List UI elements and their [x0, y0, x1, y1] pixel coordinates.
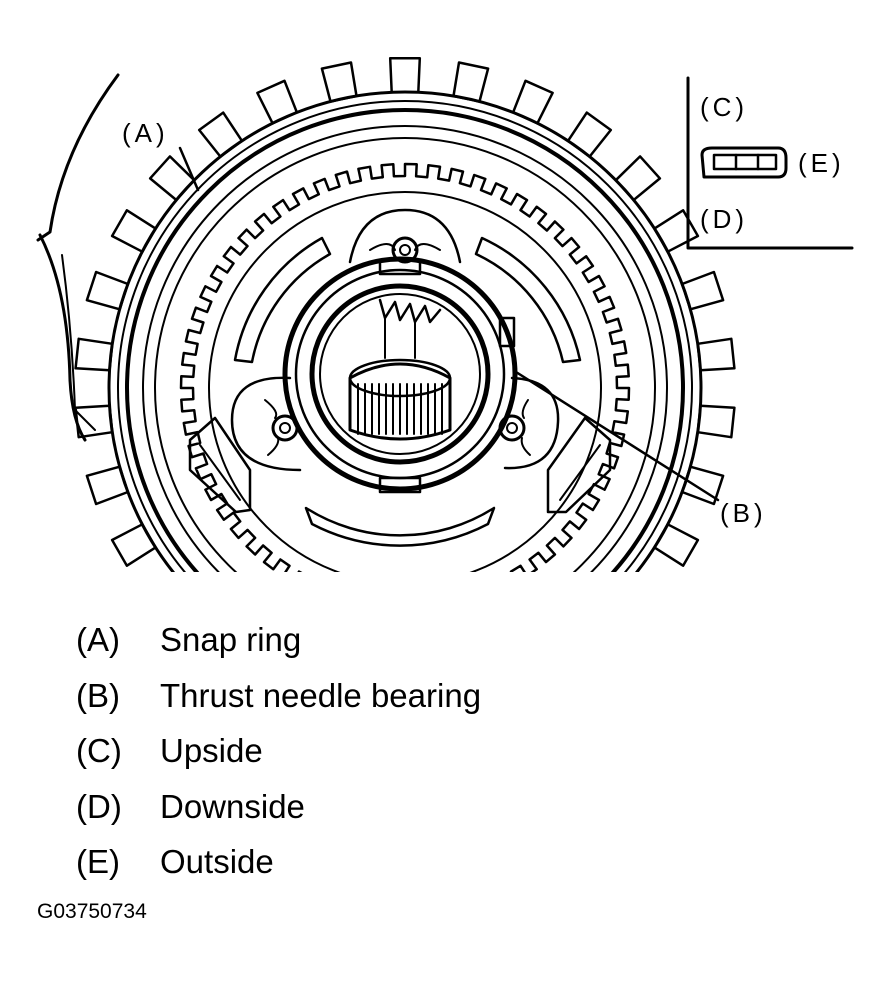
arc-slot-bottom: [304, 506, 496, 547]
sun-gear-teeth: [378, 298, 442, 324]
leader-line-b: [514, 370, 720, 502]
legend-text: Upside: [160, 732, 263, 769]
legend-text: Snap ring: [160, 621, 302, 658]
drum-tooth: [696, 337, 736, 372]
carrier-block-left: [188, 416, 252, 514]
drum-tooth: [511, 79, 554, 125]
legend-key: (D): [76, 787, 122, 825]
thrust-bearing-inner: [309, 283, 491, 465]
legend-text: Downside: [160, 787, 305, 825]
drum-tooth: [110, 523, 157, 567]
drum-tooth: [653, 209, 700, 253]
drum-outer-ring: [107, 90, 703, 572]
arc-slot-right: [474, 236, 582, 364]
drum-tooth: [696, 404, 736, 439]
inner-spline-ring: [179, 162, 631, 572]
legend-key: (B): [76, 676, 120, 714]
drum-tooth: [110, 209, 157, 253]
callout-b: (B): [720, 498, 767, 528]
legend-key: (A): [76, 621, 120, 658]
callout-d: (D): [700, 204, 749, 234]
transmission-clutch-diagram: [36, 57, 854, 572]
legend-text: Thrust needle bearing: [160, 676, 482, 714]
callout-a: (A): [122, 118, 169, 148]
drum-tooth: [614, 155, 662, 202]
drum-tooth: [653, 523, 700, 567]
legend-key: (C): [76, 732, 122, 769]
inset-frame: [686, 76, 854, 250]
planet-pin-top: [391, 236, 419, 264]
drum-tooth: [388, 57, 422, 94]
snap-ring-section-icon: [700, 146, 788, 179]
housing-outline: [36, 73, 120, 242]
legend-text: Outside: [160, 843, 274, 880]
arc-slot-left: [233, 236, 332, 364]
planet-lobe-left: [230, 376, 302, 472]
center-shaft: [348, 362, 452, 441]
drum-tooth: [74, 337, 114, 372]
callout-c: (C): [700, 92, 749, 122]
legend-key: (E): [76, 843, 120, 880]
figure-code: G03750734: [37, 900, 147, 923]
drum-tooth: [566, 111, 613, 158]
drum-tooth: [256, 79, 299, 125]
planet-lobe-right: [503, 376, 560, 470]
leader-line-a: [178, 146, 200, 192]
shaft-splines: [357, 383, 443, 435]
planet-lobe-top: [348, 208, 462, 264]
snap-ring: [125, 108, 685, 572]
drum-tooth: [197, 111, 244, 158]
carrier-block-right: [546, 416, 612, 514]
spline-profile: [179, 162, 631, 572]
callout-e: (E): [798, 148, 845, 178]
